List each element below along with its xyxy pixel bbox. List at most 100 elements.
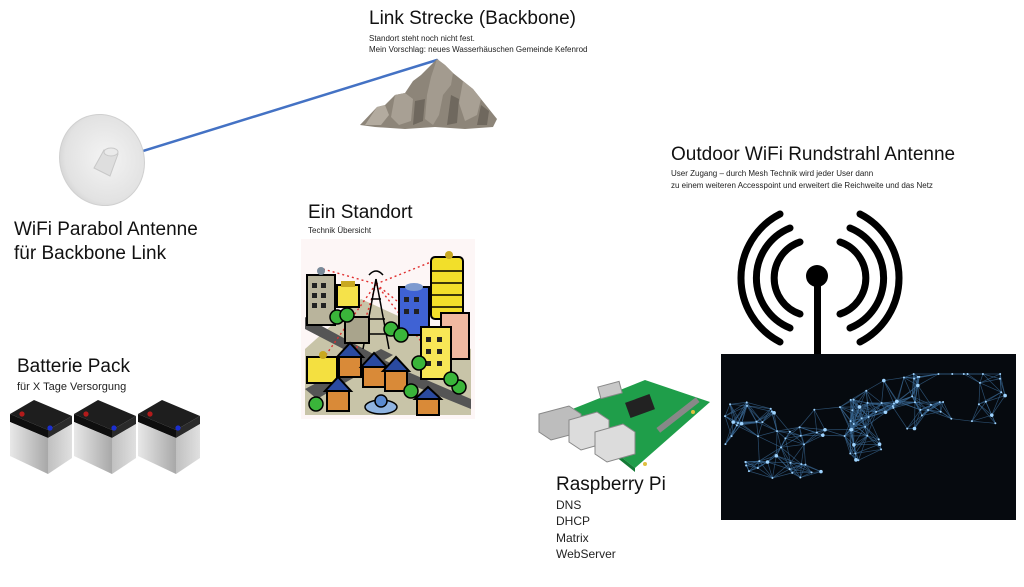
mesh-link <box>850 399 862 419</box>
mesh-link <box>853 444 857 460</box>
mesh-node <box>880 401 883 404</box>
mesh-link <box>746 402 763 423</box>
mesh-node <box>730 435 733 438</box>
mesh-node <box>913 401 916 404</box>
mesh-link <box>893 407 908 429</box>
mesh-link <box>853 438 879 446</box>
mesh-node <box>756 467 759 470</box>
mesh-link <box>985 395 1006 403</box>
mesh-node <box>866 434 869 437</box>
mesh-link <box>799 409 815 428</box>
mesh-link <box>903 376 920 378</box>
mesh-link <box>978 403 993 416</box>
mesh-node <box>804 463 807 466</box>
mesh-node <box>745 464 748 467</box>
mesh-node <box>937 373 940 375</box>
mesh-link <box>759 460 773 479</box>
mesh-link <box>939 401 952 419</box>
mesh-link <box>801 463 822 472</box>
mesh-node <box>918 375 921 378</box>
mesh-link <box>814 406 841 411</box>
battery-2 <box>74 400 136 474</box>
mesh-link <box>789 468 801 478</box>
mesh-link <box>800 432 817 437</box>
mesh-link <box>979 373 1001 384</box>
mesh-link <box>979 382 1002 393</box>
mesh-node <box>849 420 852 423</box>
mesh-link <box>865 390 877 413</box>
mesh-node <box>757 435 760 438</box>
mesh-node <box>747 470 750 473</box>
mesh-node <box>813 408 816 411</box>
mesh-link <box>853 435 868 446</box>
mesh-link <box>839 406 853 411</box>
mesh-link <box>776 455 790 470</box>
mesh-node <box>739 421 744 426</box>
mesh-link <box>917 373 939 386</box>
mesh-node <box>737 421 740 424</box>
mesh-link <box>859 390 867 408</box>
outdoor-note-1: User Zugang – durch Mesh Technik wird je… <box>671 169 874 178</box>
mesh-link <box>756 411 773 422</box>
mesh-node <box>951 373 954 375</box>
mesh-link <box>849 416 869 430</box>
mesh-link <box>745 461 759 469</box>
mesh-link <box>883 380 895 404</box>
mesh-link <box>775 431 778 456</box>
mesh-link <box>861 411 877 419</box>
mesh-link <box>780 447 791 463</box>
mesh-link <box>724 415 739 424</box>
mesh-link <box>911 396 916 403</box>
mesh-node <box>838 406 841 409</box>
mesh-link <box>790 444 805 463</box>
mesh-node <box>803 443 806 446</box>
mesh-link <box>756 421 759 437</box>
standort-subtitle: Technik Übersicht <box>308 226 372 235</box>
mesh-link <box>767 447 782 463</box>
mesh-node <box>852 443 856 447</box>
mesh-node <box>774 453 779 458</box>
mesh-node <box>799 476 802 479</box>
mesh-node <box>880 448 883 451</box>
mesh-link <box>853 443 880 446</box>
mesh-link <box>914 401 929 411</box>
mesh-link <box>736 425 759 437</box>
mesh-link <box>855 449 882 454</box>
mesh-link <box>876 407 894 413</box>
mesh-node <box>912 426 917 431</box>
mesh-link <box>780 447 802 465</box>
mesh-node <box>857 405 862 409</box>
mesh-link <box>732 402 748 423</box>
mesh-link <box>839 406 851 430</box>
mesh-node <box>857 459 860 462</box>
mesh-link <box>757 435 782 448</box>
mesh-link <box>780 431 791 448</box>
mesh-node <box>1000 391 1003 394</box>
mesh-link <box>867 435 880 445</box>
mesh-link <box>851 409 866 428</box>
mesh-node <box>906 427 909 430</box>
standort-title: Ein Standort <box>308 202 413 223</box>
mesh-link <box>757 430 778 437</box>
mesh-link <box>839 399 851 408</box>
mesh-node <box>894 399 899 404</box>
mesh-link <box>896 377 905 402</box>
mesh-link <box>912 395 932 406</box>
mesh-node <box>761 421 764 424</box>
mesh-link <box>844 435 851 454</box>
mesh-node <box>913 377 916 380</box>
mesh-link <box>914 409 929 429</box>
mesh-link <box>991 395 1006 416</box>
mesh-node <box>877 438 880 441</box>
mesh-node <box>744 461 747 464</box>
mesh-node <box>799 434 802 437</box>
mesh-link <box>939 401 942 412</box>
mesh-link <box>999 378 1002 393</box>
mesh-link <box>978 382 981 405</box>
mesh-link <box>999 378 1006 396</box>
mesh-node <box>724 415 727 418</box>
mesh-link <box>757 467 773 479</box>
mesh-node <box>798 426 801 429</box>
mesh-link <box>911 376 920 397</box>
mesh-link <box>859 402 882 408</box>
